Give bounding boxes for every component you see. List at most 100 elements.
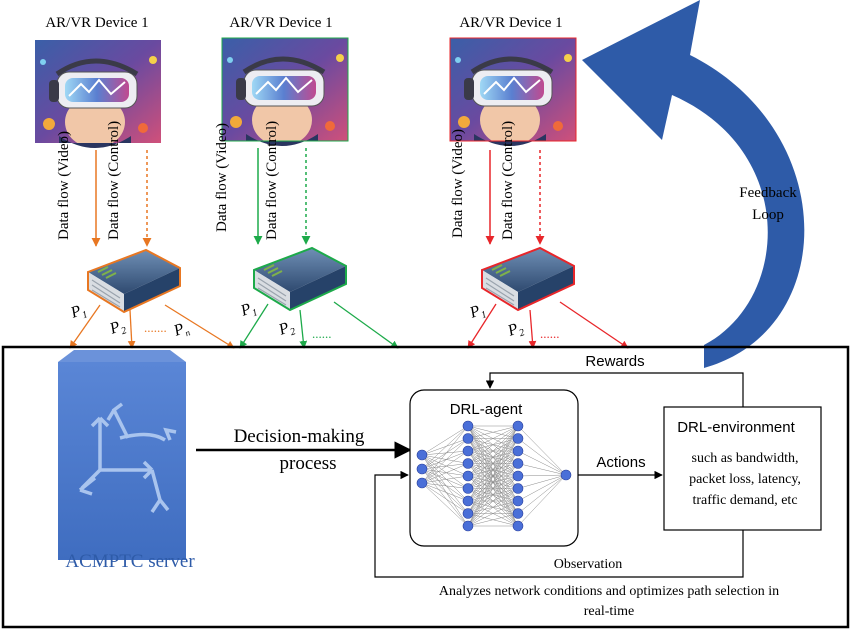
nn-edge <box>421 482 469 489</box>
data-flow-label-control: Data flow (Control) <box>500 121 516 240</box>
nn-node <box>462 495 474 507</box>
drl-environment-title: DRL-environment <box>677 419 795 436</box>
nn-node <box>462 520 474 532</box>
analyze-label-line1: Analyzes network conditions and optimize… <box>439 584 779 599</box>
nn-edge <box>421 475 469 484</box>
nn-node <box>512 495 524 507</box>
nn-edge <box>421 450 469 456</box>
data-flow-label-video: Data flow (Video) <box>56 131 72 240</box>
server-routing-icon <box>58 350 186 560</box>
nn-edge <box>517 425 567 476</box>
device-label: AR/VR Device 1 <box>45 15 148 31</box>
nn-edge <box>421 438 469 470</box>
nn-edge <box>421 463 469 470</box>
nn-edge <box>421 438 469 456</box>
nn-node <box>512 433 524 444</box>
nn-edge <box>467 488 519 527</box>
device-label: AR/VR Device 1 <box>459 15 562 31</box>
drl-agent-title: DRL-agent <box>450 401 523 418</box>
vr-headset-image <box>222 38 348 146</box>
nn-edge <box>421 468 469 502</box>
nn-edge <box>421 454 469 527</box>
nn-node <box>462 458 474 469</box>
observation-label: Observation <box>554 557 622 572</box>
nn-node <box>462 433 474 444</box>
environment-line3: traffic demand, etc <box>692 493 797 508</box>
analyze-label-line2: real-time <box>584 604 635 619</box>
system-boundary-box <box>1 345 850 629</box>
nn-edge <box>421 468 469 514</box>
nn-edge <box>421 425 469 484</box>
data-flow-label-control: Data flow (Control) <box>106 121 122 240</box>
nn-edge <box>421 450 469 484</box>
feedback-label-line1: Feedback <box>739 185 797 201</box>
path-arrow-n <box>164 304 235 349</box>
nn-edge <box>517 474 567 514</box>
nn-edge <box>517 463 567 476</box>
vr-headset-image <box>35 40 161 148</box>
actions-label: Actions <box>596 454 645 471</box>
svg-text:Data flow (Video): Data flow (Video) <box>56 131 72 240</box>
nn-edge <box>517 474 567 527</box>
path-label-p2: P2 <box>276 318 298 342</box>
nn-edge <box>467 425 519 477</box>
nn-node <box>462 483 474 494</box>
rewards-label: Rewards <box>585 353 644 370</box>
path-dots: ...... <box>312 326 332 341</box>
environment-line1: such as bandwidth, <box>692 451 799 466</box>
nn-edge <box>421 468 469 527</box>
nn-edge <box>421 438 469 484</box>
nn-edge <box>421 482 469 502</box>
nn-edge <box>421 482 469 514</box>
router-icon <box>87 248 181 314</box>
nn-edge <box>467 425 519 527</box>
svg-text:Data flow (Video): Data flow (Video) <box>214 123 230 232</box>
nn-edge <box>517 474 567 489</box>
path-arrow-2 <box>299 309 308 349</box>
nn-edge <box>517 474 567 502</box>
neural-network-icon <box>416 420 572 532</box>
path-arrow-1 <box>467 303 497 349</box>
nn-edge <box>467 475 519 527</box>
nn-edge <box>517 438 567 476</box>
feedback-label-line2: Loop <box>752 207 784 223</box>
nn-node <box>462 445 474 457</box>
path-arrow-1 <box>69 304 101 349</box>
path-label-p2: P2 <box>107 317 129 341</box>
nn-node <box>416 449 428 461</box>
nn-node <box>512 420 524 432</box>
router-icon <box>253 246 347 312</box>
nn-edge <box>467 438 519 527</box>
path-dots: ...... <box>540 326 560 341</box>
nn-edge <box>421 450 469 470</box>
nn-edge <box>421 468 469 489</box>
vr-headset-image <box>450 38 576 146</box>
decision-label-line2: process <box>280 453 337 474</box>
nn-edge <box>467 450 519 527</box>
path-label-p1: P1 <box>238 299 260 323</box>
device-group-2: AR/VR Device 1 Data flow (Video) Data fl… <box>214 15 399 349</box>
server-label: ACMPTC server <box>65 551 195 572</box>
nn-edge <box>421 454 469 502</box>
svg-text:Data flow (Control): Data flow (Control) <box>264 121 280 240</box>
path-label-p2: P2 <box>505 319 527 343</box>
nn-node <box>416 463 428 475</box>
nn-node <box>512 508 524 519</box>
data-flow-label-video: Data flow (Video) <box>214 123 230 232</box>
nn-edge <box>467 425 519 489</box>
svg-text:Data flow (Control): Data flow (Control) <box>106 121 122 240</box>
nn-edge <box>467 425 519 452</box>
device-group-1: AR/VR Device 1 Data flow (Video) Data fl… <box>35 15 235 349</box>
feedback-loop-arrow <box>582 0 805 368</box>
nn-node <box>512 483 524 494</box>
nn-edge <box>421 454 469 464</box>
path-arrow-2 <box>127 309 136 349</box>
nn-edge <box>421 425 469 456</box>
nn-edge <box>517 450 567 476</box>
nn-node <box>416 477 428 489</box>
nn-edge <box>467 463 519 527</box>
nn-node <box>512 458 524 469</box>
path-arrow-3 <box>559 301 629 349</box>
nn-edge <box>467 513 519 527</box>
nn-edge <box>517 474 567 477</box>
